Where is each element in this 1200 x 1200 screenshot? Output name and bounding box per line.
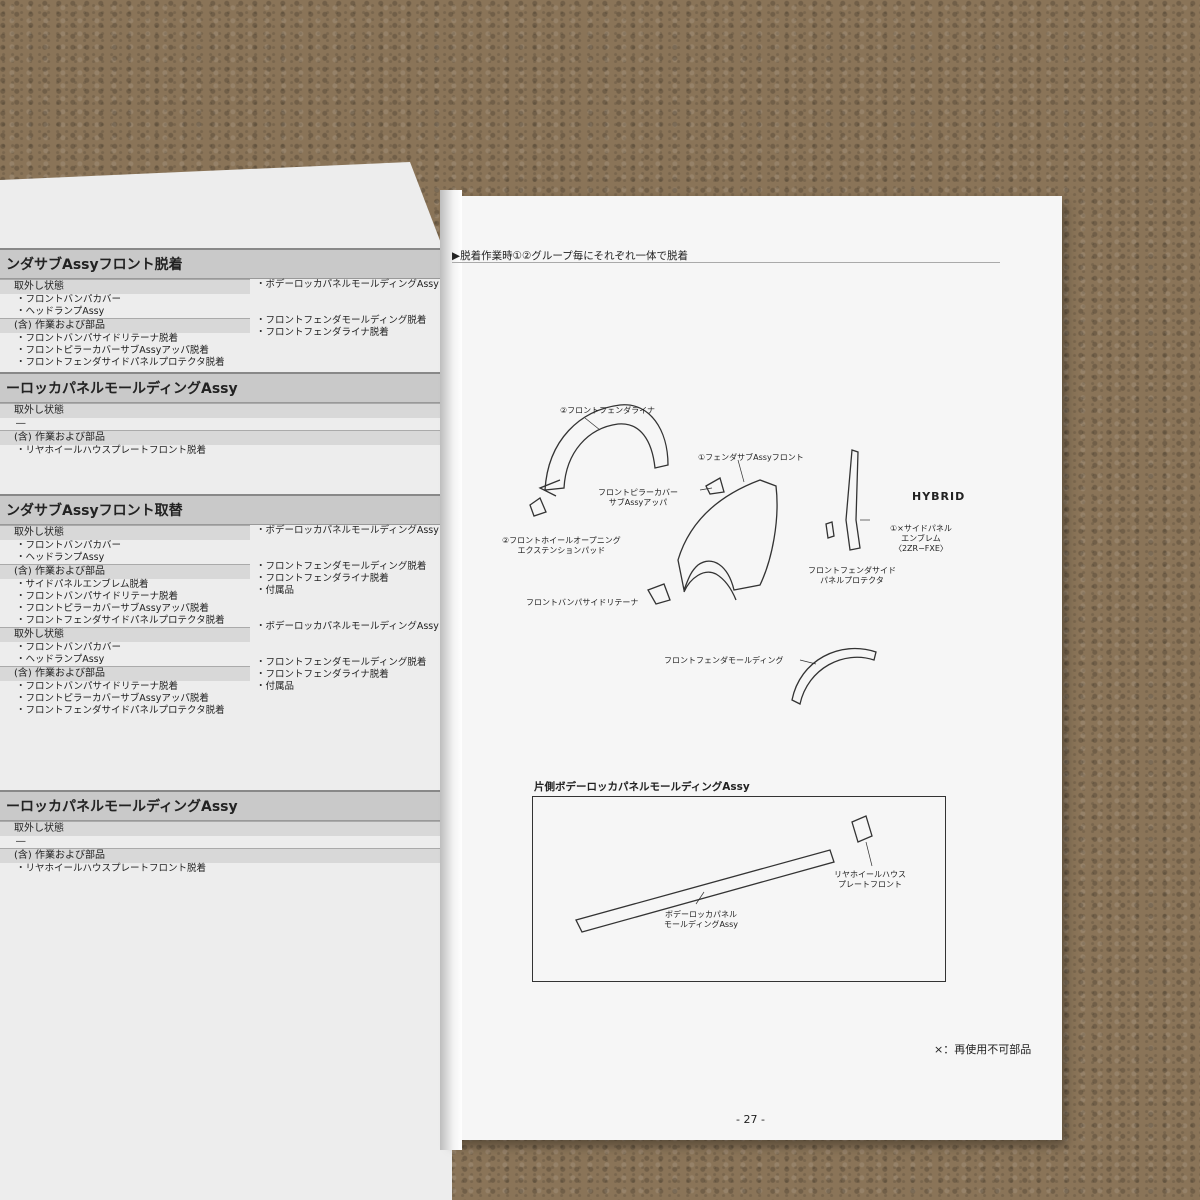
list-item: ・フロントピラーカバーサブAssyアッパ脱着 [16,345,209,356]
list-item: ・ボデーロッカパネルモールディングAssy [256,621,439,632]
label: (含) 作業および部品 [0,666,250,681]
label-bumper-retainer: フロントバンパサイドリテーナ [526,598,639,607]
list-item: ・フロントバンパサイドリテーナ脱着 [16,591,178,602]
section-title: ンダサブAssyフロント取替 [0,494,445,525]
section-rocker-moulding-2: ーロッカパネルモールディングAssy 取外し状態 ― (含) 作業および部品 ・… [0,790,445,875]
list-item: ・ヘッドランプAssy [16,552,105,563]
label-line: ②フロントホイールオープニング [502,536,621,545]
list-item: ・フロントバンパカバー [16,540,121,551]
section-fender-removal: ンダサブAssyフロント脱着 取外し状態 ・フロントバンパカバー ・ヘッドランプ… [0,248,445,369]
label-line: サブAssyアッパ [608,498,668,507]
label: 取外し状態 [0,279,250,294]
section-title: ンダサブAssyフロント脱着 [0,248,445,279]
label: (含) 作業および部品 [0,318,250,333]
label-line: フロントピラーカバー [598,488,678,497]
fender-liner-drawing [544,404,669,491]
list-item: ・ヘッドランプAssy [16,654,105,665]
list-item: ・フロントフェンダサイドパネルプロテクタ脱着 [16,615,225,626]
section-rocker-moulding-1: ーロッカパネルモールディングAssy 取外し状態 ― (含) 作業および部品 ・… [0,372,445,457]
list-item: ・ボデーロッカパネルモールディングAssy [256,279,439,290]
label-pillar-cover: フロントピラーカバー サブAssyアッパ [598,488,678,508]
page-number: - 27 - [736,1113,765,1126]
fender-drawing [677,479,778,593]
label-fender-moulding: フロントフェンダモールディング [664,656,784,665]
label-rocker-moulding: ボデーロッカパネル モールディングAssy [664,910,738,930]
list-item: ・フロントフェンダモールディング脱着 [256,315,427,326]
legend-non-reusable: ×：再使用不可部品 [934,1043,1032,1056]
list-item: ・ヘッドランプAssy [16,306,105,317]
label: (含) 作業および部品 [0,564,250,579]
list-item: ・フロントピラーカバーサブAssyアッパ脱着 [16,693,209,704]
label-fender-sub: ①フェンダサブAssyフロント [698,453,804,462]
label: 取外し状態 [0,821,445,836]
rear-plate-drawing [851,815,873,843]
fender-moulding-drawing [791,647,877,705]
list-item: ・フロントフェンダライナ脱着 [256,573,389,584]
rocker-moulding-drawing [575,849,835,933]
list-item: ・フロントピラーカバーサブAssyアッパ脱着 [16,603,209,614]
label: 取外し状態 [0,525,250,540]
list-item: ・ボデーロッカパネルモールディングAssy [256,525,439,536]
label: 取外し状態 [0,627,250,642]
label-line: エンブレム [901,534,941,543]
label-fender-liner: ②フロントフェンダライナ [560,406,656,415]
list-item: ― [16,836,26,847]
label-rear-plate: リヤホイールハウス プレートフロント [834,870,906,890]
label-line: パネルプロテクタ [820,576,884,585]
rocker-box-title: 片側ボデーロッカパネルモールディングAssy [534,781,750,793]
list-item: ・フロントフェンダサイドパネルプロテクタ脱着 [16,357,225,368]
removal-note: ▶脱着作業時①②グループ毎にそれぞれ一体で脱着 [452,250,689,262]
label-line: プレートフロント [838,880,902,889]
list-item: ・リヤホイールハウスプレートフロント脱着 [16,445,207,456]
list-item: ・サイドパネルエンブレム脱着 [16,579,149,590]
list-item: ― [16,418,26,429]
label-line: リヤホイールハウス [834,870,906,879]
section-title: ーロッカパネルモールディングAssy [0,790,445,821]
label-line: エクステンションパッド [517,546,606,555]
label-line: フロントフェンダサイド [808,566,896,575]
list-item: ・フロントフェンダモールディング脱着 [256,657,427,668]
pillar-cover-drawing [705,477,725,495]
list-item: ・付属品 [256,681,295,692]
bumper-retainer-drawing [647,583,671,605]
s1-col1: 取外し状態 ・フロントバンパカバー ・ヘッドランプAssy (含) 作業および部… [0,279,250,369]
right-page [446,196,1062,1140]
note-rule [452,262,1000,263]
section-fender-replace: ンダサブAssyフロント取替 取外し状態 ・フロントバンパカバー ・ヘッドランプ… [0,494,445,717]
label-wheel-extension: ②フロントホイールオープニング エクステンションパッド [502,536,621,556]
label-line: ①×サイドパネル [890,524,952,533]
label-side-protector: フロントフェンダサイド パネルプロテクタ [808,566,896,586]
list-item: ・フロントフェンダライナ脱着 [256,327,389,338]
s3-col2: ・ボデーロッカパネルモールディングAssy ・フロントフェンダモールディング脱着… [250,525,445,717]
list-item: ・フロントバンパサイドリテーナ脱着 [16,681,178,692]
list-item: ・リヤホイールハウスプレートフロント脱着 [16,863,207,874]
label: (含) 作業および部品 [0,430,445,445]
list-item: ・フロントバンパカバー [16,294,121,305]
list-item: ・フロントバンパカバー [16,642,121,653]
left-page [0,162,452,1200]
list-item: ・フロントフェンダサイドパネルプロテクタ脱着 [16,705,225,716]
emblem-clip-drawing [825,521,835,539]
section-title: ーロッカパネルモールディングAssy [0,372,445,403]
list-item: ・フロントフェンダライナ脱着 [256,669,389,680]
side-panel-protector-drawing [845,449,861,551]
hybrid-emblem: HYBRID [912,490,966,503]
list-item: ・付属品 [256,585,295,596]
list-item: ・フロントフェンダモールディング脱着 [256,561,427,572]
s1-col2: ・ボデーロッカパネルモールディングAssy ・フロントフェンダモールディング脱着… [250,279,445,369]
rocker-moulding-box [532,796,946,982]
s3-col1: 取外し状態 ・フロントバンパカバー ・ヘッドランプAssy (含) 作業および部… [0,525,250,717]
label: 取外し状態 [0,403,445,418]
label-line: モールディングAssy [664,920,738,929]
book-gutter [440,190,462,1150]
label-side-emblem: ①×サイドパネル エンブレム 〈2ZR−FXE〉 [890,524,952,554]
list-item: ・フロントバンパサイドリテーナ脱着 [16,333,178,344]
wheel-extension-pad-drawing [529,497,547,517]
label-line: ボデーロッカパネル [664,910,737,919]
label: (含) 作業および部品 [0,848,445,863]
label-line: 〈2ZR−FXE〉 [893,544,948,553]
